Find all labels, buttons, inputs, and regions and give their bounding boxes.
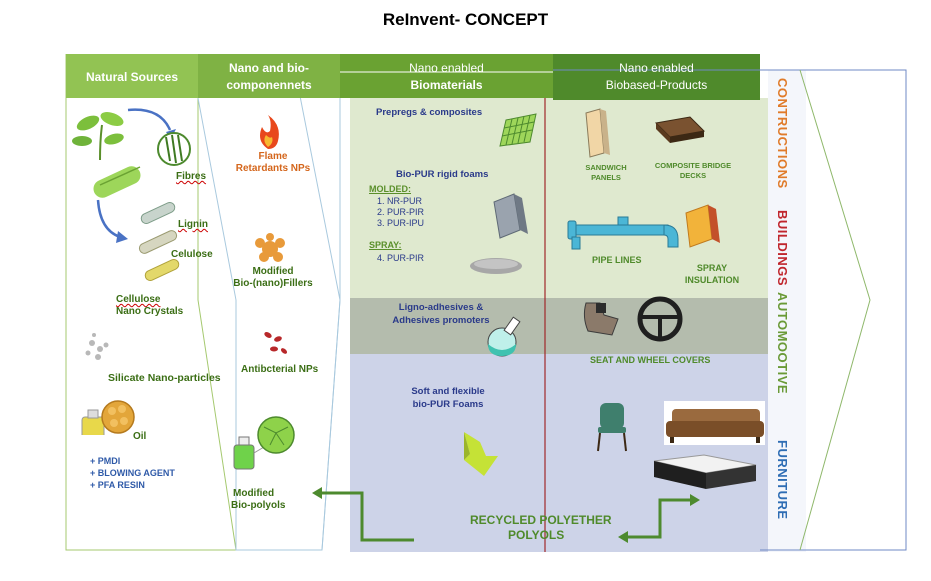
lignin-label: Lignin [178, 219, 208, 230]
right-arrow-chevron [799, 69, 871, 551]
biopur-label: Bio-PUR rigid foams [396, 169, 489, 180]
header-nano-biomaterials [340, 54, 553, 98]
car-seat-icon [583, 302, 619, 336]
pipe-lines-icon [567, 216, 679, 250]
header-nano-bio-label-2: componennets [226, 78, 312, 92]
fillers-label-1: Modified [252, 266, 294, 277]
fibre-cylinder-icon [93, 166, 141, 198]
sector-automotive: AUTOMOOTIVE [775, 292, 790, 395]
mattress-icon [653, 454, 757, 489]
column2-chevron [197, 95, 341, 551]
spray-insulation-icon [685, 204, 720, 248]
spray-list: 4. PUR-PIR [377, 252, 424, 264]
cellulose-nc-label-2: Nano Crystals [116, 306, 184, 317]
celulose-label: Celulose [171, 249, 213, 260]
header-biomaterials-label-2: Biomaterials [410, 78, 483, 92]
celulose-icon [138, 230, 178, 254]
bridge-deck-icon [654, 116, 706, 143]
oil-label: Oil [133, 431, 147, 442]
ligno-label-2: Adhesives promoters [392, 315, 490, 326]
sofa-icon [664, 401, 765, 445]
polyols-label-2: Bio-polyols [231, 500, 286, 511]
spray-insulation-label-1: SPRAY [696, 263, 728, 273]
steering-wheel-icon [637, 296, 683, 342]
right-frame [553, 69, 907, 551]
chair-icon [597, 403, 627, 452]
cellulose-crystals-icon [144, 259, 180, 281]
sector-furniture: FURNITURE [775, 440, 790, 520]
flame-label-2: Retardants NPs [235, 163, 311, 174]
composite-mesh-icon [499, 113, 537, 147]
spray-foam-icon [470, 258, 522, 274]
lignin-icon [140, 202, 176, 224]
header-nano-products-top [553, 54, 760, 72]
molded-list: 1. NR-PUR 2. PUR-PIR 3. PUR-IPU [377, 196, 424, 229]
header-nano-bio [198, 54, 340, 98]
products-icons [567, 108, 765, 489]
bio-fillers-icon [255, 233, 285, 262]
header-nano-products [553, 70, 760, 100]
molded-label: MOLDED: [369, 184, 411, 194]
oil-bottle-icon [81, 409, 105, 435]
polyols-label-1: Modified [233, 488, 275, 499]
oil-seeds-icon [101, 400, 135, 434]
additives-list: + PMDI + BLOWING AGENT + PFA RESIN [90, 455, 175, 491]
header-products-label-1: Nano enabled [619, 61, 694, 75]
header-natural-sources-label: Natural Sources [85, 70, 179, 84]
spray-label: SPRAY: [369, 240, 402, 250]
antibacterial-label: Antibcterial NPs [241, 364, 319, 375]
soft-foam-arrow-icon [464, 432, 498, 476]
fibres-label: Fibres [176, 171, 207, 182]
additive-item: + PMDI [90, 456, 121, 466]
recycled-label-2: POLYOLS [508, 528, 565, 542]
header-biomaterials-label-1: Nano enabled [409, 61, 484, 75]
sector-buildings: BUILDINGS [775, 210, 790, 286]
recycle-arrow-left [318, 491, 414, 542]
sector-constructions: CONTRUCTIONS [775, 78, 790, 189]
fillers-label-2: Bio-(nano)Fillers [233, 278, 313, 289]
molded-item: 1. NR-PUR [377, 196, 423, 206]
soft-foam-label-2: bio-PUR Foams [412, 399, 484, 410]
sector-white-strip [768, 70, 806, 552]
soft-foam-label-1: Soft and flexible [411, 386, 485, 397]
additive-item: + BLOWING AGENT [90, 468, 175, 478]
sandwich-panel-icon [585, 108, 610, 158]
rigid-foam-block-icon [493, 193, 528, 239]
silicate-label: Silicate Nano-particles [108, 372, 221, 384]
furniture-blue-band [350, 354, 768, 552]
bridge-label-1: COMPOSITE BRIDGE [654, 161, 732, 170]
molded-item: 2. PUR-PIR [377, 207, 425, 217]
additive-item: + PFA RESIN [90, 480, 145, 490]
silicate-icon [85, 333, 109, 360]
components-icons [233, 115, 295, 470]
prepregs-label: Prepregs & composites [376, 107, 483, 118]
natural-sources-icons [72, 108, 191, 435]
recycle-arrow-right [626, 498, 695, 539]
adhesive-flask-icon [487, 316, 521, 357]
header-nano-bio-label-1: Nano and bio- [229, 61, 309, 75]
adhesives-gray-band [350, 298, 768, 354]
bridge-label-2: DECKS [679, 171, 707, 180]
bio-polyol-flask-icon [233, 416, 295, 470]
ligno-label-1: Ligno-adhesives & [398, 302, 484, 313]
antibacterial-icon [264, 332, 288, 354]
sandwich-label-1: SANDWICH [585, 163, 627, 172]
spray-insulation-label-2: INSULATION [684, 275, 740, 285]
diagram-title: ReInvent- CONCEPT [382, 10, 549, 29]
spray-item: 4. PUR-PIR [377, 253, 425, 263]
flame-label-1: Flame [258, 151, 288, 162]
cellulose-nc-label-1: Cellulose [116, 294, 161, 305]
fibres-icon [157, 132, 191, 166]
recycled-label-1: RECYCLED POLYETHER [470, 513, 612, 527]
molded-item: 3. PUR-IPU [377, 218, 425, 228]
header-products-label-2: Biobased-Products [605, 78, 708, 92]
biomaterials-icons [464, 113, 537, 476]
flame-icon [260, 115, 279, 149]
column3-outline [321, 70, 341, 551]
pipe-lines-label: PIPE LINES [592, 255, 642, 265]
seat-wheel-label: SEAT AND WHEEL COVERS [590, 355, 711, 365]
header-natural-sources [66, 54, 198, 98]
plant-icon [72, 112, 124, 161]
sandwich-label-2: PANELS [591, 173, 621, 182]
